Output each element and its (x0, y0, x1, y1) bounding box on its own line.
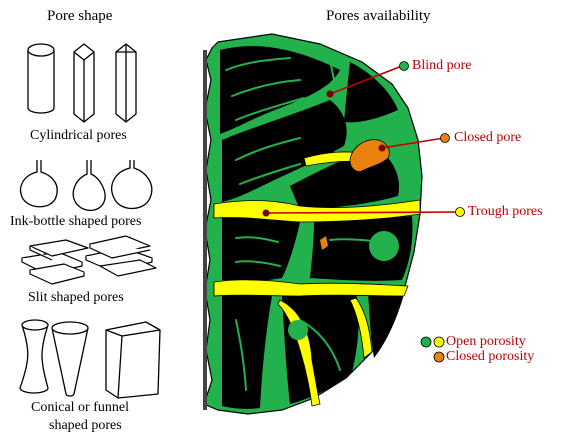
triangle-prism-pore-icon (116, 44, 136, 122)
slit-pore-icon (22, 236, 156, 284)
legend-green-marker (421, 337, 431, 347)
blind-pore-anchor (327, 91, 334, 98)
cylinder-pore-icon (28, 44, 54, 113)
closed-pore-anchor (379, 145, 386, 152)
trough-pore-anchor (263, 210, 270, 217)
closed-pore-marker (441, 134, 450, 143)
funnel-pore-icon (52, 322, 88, 396)
blind-pore-label: Blind pore (412, 58, 472, 74)
ink-bottle-pore-icon (21, 160, 58, 207)
trough-pores-label: Trough pores (468, 204, 543, 220)
hourglass-pore-icon (20, 320, 48, 393)
truncated-pyramid-pore-icon (106, 322, 160, 398)
ink-bottle-pore-icon-2 (73, 160, 105, 210)
legend-orange-marker (434, 352, 444, 362)
closed-porosity-label: Closed porosity (446, 349, 534, 365)
open-porosity-label: Open porosity (446, 334, 526, 350)
square-prism-pore-icon (74, 44, 94, 122)
closed-pore-label: Closed pore (454, 130, 521, 146)
particle-cross-section (204, 34, 422, 414)
trough-pore-marker (456, 208, 465, 217)
legend-yellow-marker (434, 337, 444, 347)
blind-pore-marker (400, 62, 409, 71)
ink-bottle-pore-icon-3 (112, 160, 152, 209)
